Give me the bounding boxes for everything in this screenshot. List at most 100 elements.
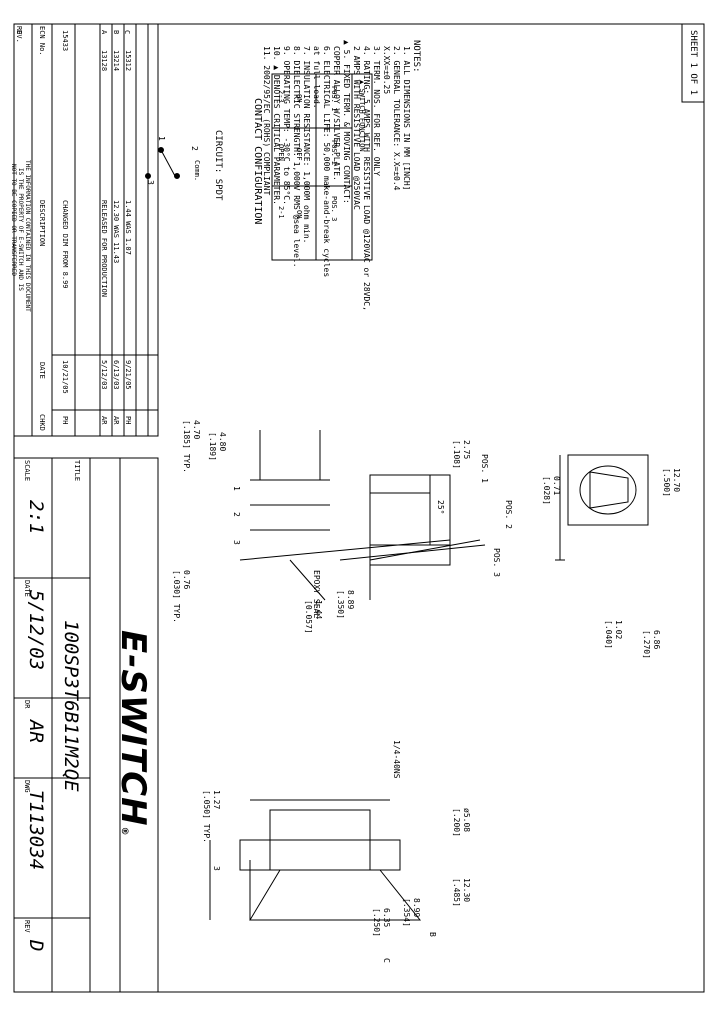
contact-config-title: CONTACT CONFIGURATION [252, 98, 263, 225]
note-line: 7. INSULATION RESISTANCE: 1,000M ohm min… [302, 46, 311, 244]
dim-text: [.500] [662, 468, 671, 497]
dim-text: 4.80 [218, 432, 227, 452]
rev-row-a-desc: RELEASED FOR PRODUCTION [100, 200, 108, 297]
rev-row-d-chkd: PH [61, 416, 69, 425]
circuit-terminal-3: 3 [146, 180, 155, 185]
note-line: 8. DIELECTRIC STRENGTH: 1,000V RMS @sea … [292, 46, 301, 268]
note-line: 4. RATING: 5 AMPS WITH RESISTIVE LOAD @1… [362, 46, 371, 311]
disclaimer-line-3: NOT TO BE COPIED OR TRANSFERRED [10, 164, 17, 276]
callout-b: B [428, 932, 437, 937]
contact-config-cell-21: 2-1 [277, 206, 285, 219]
dim-text: [.270] [642, 630, 651, 659]
dim-text: 2.75 [462, 440, 471, 460]
note-line: 2. GENERAL TOLERANCE: X.X=±0.4 [392, 46, 401, 191]
thread-label: 1/4-40NS [392, 740, 401, 779]
dim-text: [.354] [402, 898, 411, 927]
side-view-outline [239, 430, 486, 601]
rev-header-ecn: ECN No. [38, 26, 46, 56]
sheet-label: SHEET 1 OF 1 [688, 30, 698, 96]
dwg-value: T113034 [25, 790, 47, 871]
note-line: 10. ▲ DENOTES CRITICAL PARAMETER. [272, 46, 281, 205]
dim-text: 8.99 [412, 898, 421, 918]
dim-text: 4.70 [192, 420, 201, 440]
note-line: COPPER ALLOY W/SILVER PLATE. [332, 46, 341, 181]
rev-header-rev: REV. [15, 26, 23, 43]
rev-row-c-ecn: 15312 [124, 50, 132, 72]
top-view-outline [555, 454, 649, 561]
dim-text: [.108] [452, 440, 461, 469]
dim-text: [.189] [208, 432, 217, 461]
rev-row-a-ecn: 13128 [100, 50, 108, 72]
epoxy-label: EPOXY SEAL [312, 570, 321, 619]
rev-row-d-desc: CHANGED DIM FROM 8.99 [61, 200, 69, 289]
rev-row-a-chkd: AR [100, 416, 108, 425]
dim-text: [.040] [604, 620, 613, 649]
dim-text: [.050] TYP. [202, 790, 211, 843]
notes-heading: NOTES: [411, 40, 421, 73]
dr-label: DR [23, 700, 31, 709]
dim-text: 1.02 [614, 620, 623, 640]
rev-row-c-letter: C [123, 30, 131, 35]
circuit-terminal-1: 1 [157, 136, 166, 141]
note-line: 2 AMPS WITH RESISTIVE LOAD @250VAC [352, 46, 361, 210]
note-line: ▲ 5. FIXED TERM. & MOVING CONTACT: [342, 40, 351, 204]
dim-text: 1.27 [212, 790, 221, 810]
rev-row-b-chkd: AR [112, 416, 120, 425]
dim-text: 12.30 [462, 878, 471, 903]
pos-label: POS. 2 [504, 500, 513, 529]
scale-value: 2:1 [25, 500, 47, 535]
dim-text: 8.89 [346, 590, 355, 610]
dim-text: [.250] [372, 908, 381, 937]
angle-label: 25° [436, 500, 445, 515]
terminal-num: 3 [212, 866, 221, 871]
disclaimer-line-1: THE INFORMATION CONTAINED IN THIS DOCUME… [24, 160, 31, 312]
note-line: X.XX=±0.25 [382, 46, 391, 95]
pos-label: POS. 1 [480, 454, 489, 483]
e-switch-logo: E-SWITCH® [113, 630, 153, 837]
terminal-num: 3 [232, 540, 241, 545]
rev-header-description: DESCRIPTION [38, 200, 46, 247]
note-line: 3. TERM. NOS. FOR REF. ONLY [372, 46, 381, 177]
circuit-diagram [145, 147, 180, 179]
note-line: 9. OPERATING TEMP: -30°C to 85°C. [282, 46, 291, 205]
rev-row-d-ecn: 15433 [61, 30, 69, 52]
contact-config-table [271, 73, 373, 261]
rev-row-c-desc: 1.44 WAS 1.07 [124, 200, 132, 255]
rev-label: REV [23, 920, 31, 933]
circuit-label-comm: Comm. [193, 160, 201, 182]
dim-text: 0.76 [182, 570, 191, 590]
rev-header-chkd: CHKD [38, 414, 46, 431]
rev-value: D [25, 940, 47, 952]
title-block [13, 457, 159, 993]
note-line: 6. ELECTRICAL LIFE: 50,000 make-and-brea… [322, 46, 331, 278]
contact-config-pos3: POS. 3 [330, 196, 338, 222]
terminal-num: 2 [232, 512, 241, 517]
dim-text: [.485] [452, 878, 461, 907]
sheet-label-box [681, 23, 705, 103]
revision-table [13, 23, 159, 437]
rev-row-d-date: 10/21/05 [61, 360, 69, 394]
rev-row-c-chkd: PH [124, 416, 132, 425]
dim-text: [.200] [452, 808, 461, 837]
dim-text: ø5.08 [462, 808, 471, 833]
dim-text: [.028] [542, 476, 551, 505]
title-label: TITLE [73, 460, 81, 482]
dim-text: [.030] TYP. [172, 570, 181, 623]
dim-text: [.350] [336, 590, 345, 619]
callout-c: C [382, 958, 391, 963]
pos-label: POS. 3 [492, 548, 501, 577]
circuit-title: CIRCUIT: SPDT [213, 130, 223, 201]
rev-row-a-letter: A [100, 30, 108, 35]
note-line: 11. 2002/95/EC (ROHS) COMPLIANT [262, 46, 271, 196]
title-value: 100SP3T6B11M2QE [60, 620, 82, 792]
dim-text: 6.86 [652, 630, 661, 650]
rev-row-d-letter: D [15, 30, 23, 35]
dim-text: 6.35 [382, 908, 391, 928]
rev-row-b-date: 6/13/03 [112, 360, 120, 390]
rev-row-a-date: 5/12/03 [100, 360, 108, 390]
circuit-terminal-2: 2 [190, 146, 199, 151]
dim-text: 0.71 [552, 476, 561, 496]
dim-text: 12.70 [672, 468, 681, 493]
